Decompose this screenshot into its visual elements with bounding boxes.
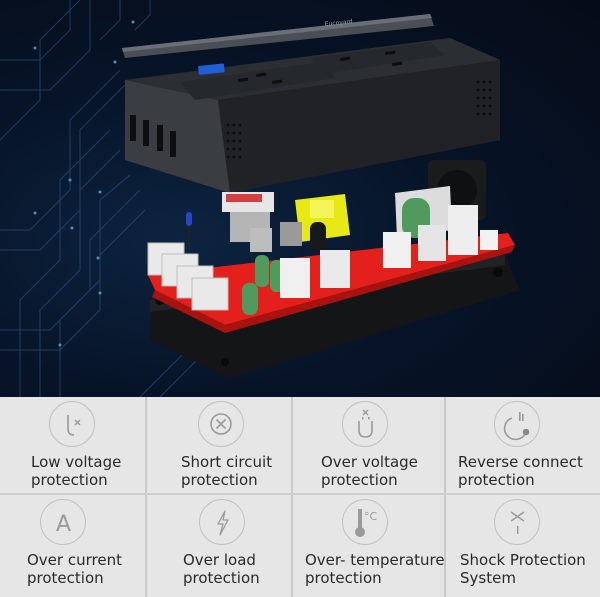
circuit-background: Eucoyard [0,0,520,397]
over-temperature-icon: °C [342,499,388,545]
over-load-icon [199,499,245,545]
grid-divider-vertical [145,397,147,597]
short-circuit-icon [198,401,244,447]
svg-text:Eucoyard: Eucoyard [324,18,353,28]
reverse-connect-icon [494,401,540,447]
product-exploded-view-image: Eucoyard [0,0,600,397]
grid-divider-horizontal [0,493,600,495]
svg-text:°C: °C [364,510,378,523]
svg-text:A: A [56,512,71,537]
over-voltage-icon [342,401,388,447]
shock-protection-icon [494,499,540,545]
over-current-icon: A [40,499,86,545]
low-voltage-icon [49,401,95,447]
grid-divider-vertical [444,397,446,597]
grid-divider-vertical [291,397,293,597]
